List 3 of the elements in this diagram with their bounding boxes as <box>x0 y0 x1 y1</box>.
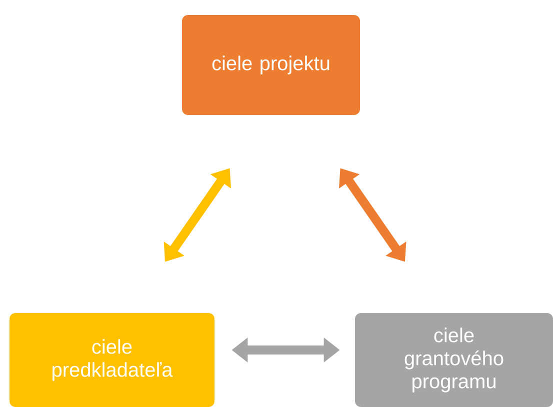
process-box: ciele projektu <box>182 15 360 115</box>
process-box: ciele grantového programu <box>355 313 553 407</box>
process-box: ciele predkladateľa <box>10 313 214 407</box>
